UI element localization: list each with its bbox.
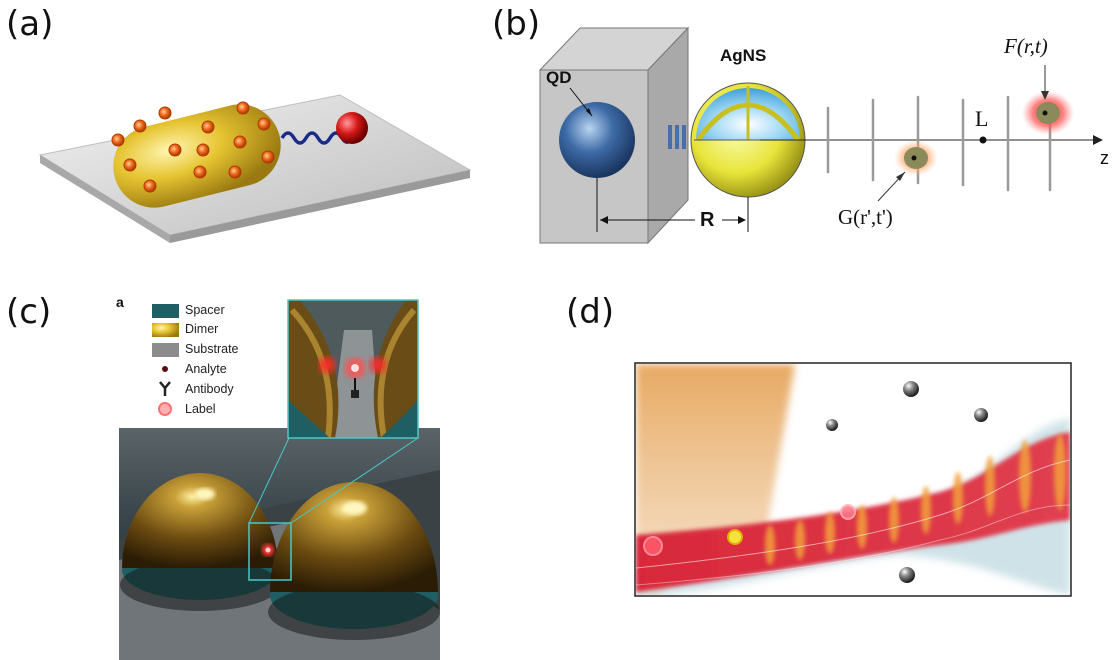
panel-label-d: (d)	[566, 292, 615, 332]
panel-label-b: (b)	[492, 4, 541, 44]
gap-inset	[287, 299, 419, 439]
dimer-swatch-icon	[152, 323, 179, 337]
legend-substrate: Substrate	[185, 342, 239, 356]
red-label-ball	[336, 112, 368, 144]
legend-icons	[152, 304, 179, 416]
label-ring-icon	[158, 402, 172, 416]
legend-label: Label	[185, 402, 216, 416]
spacer-swatch-icon	[152, 304, 179, 318]
panel-label-a: (a)	[6, 4, 54, 44]
f-function-label: F(r,t)	[1004, 34, 1048, 58]
r-distance-label: R	[700, 209, 715, 231]
qd-sphere-icon	[559, 102, 635, 178]
nanorod-icon	[113, 104, 281, 208]
panel-d-illustration	[634, 362, 1072, 597]
plasmon-stripes	[765, 434, 1066, 565]
substrate-swatch-icon	[152, 343, 179, 357]
rod-receptors	[111, 101, 275, 193]
agns-label: AgNS	[720, 46, 767, 65]
qd-label: QD	[546, 68, 572, 87]
legend-dimer: Dimer	[185, 322, 219, 336]
panel-c-sublabel: a	[116, 294, 124, 310]
legend-spacer: Spacer	[185, 303, 225, 317]
analyte-dot-icon	[162, 366, 168, 372]
analyte-beads	[826, 381, 988, 583]
legend-antibody: Antibody	[185, 382, 234, 396]
legend-analyte: Analyte	[185, 362, 227, 376]
wave-fronts	[826, 95, 1052, 192]
panel-c-illustration	[119, 299, 440, 660]
panel-label-c: (c)	[6, 292, 52, 332]
l-point-label: L	[975, 106, 989, 131]
panel-a-illustration	[38, 94, 472, 243]
coupling-bars	[668, 125, 686, 149]
z-axis-label: z	[1100, 148, 1109, 168]
panel-b-illustration	[538, 26, 1103, 245]
antibody-icon	[159, 381, 171, 396]
g-function-label: G(r',t')	[838, 205, 893, 229]
